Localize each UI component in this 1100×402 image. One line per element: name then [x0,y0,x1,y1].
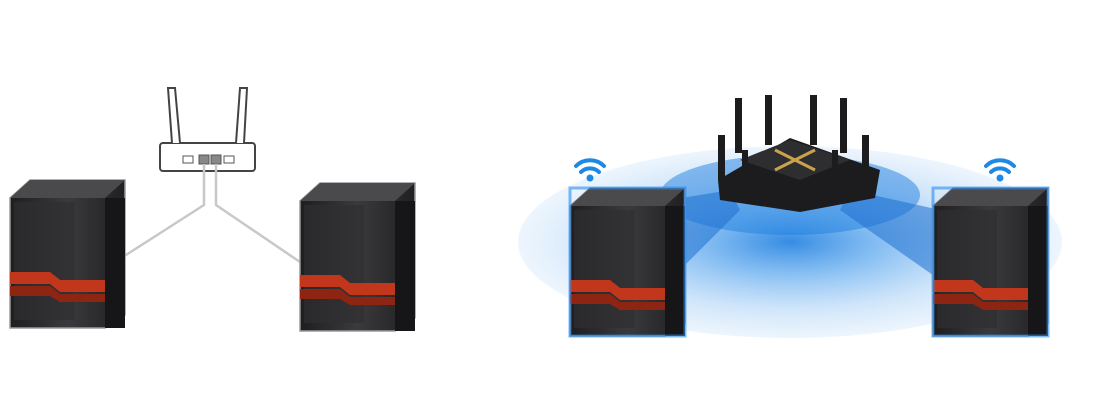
wireless-setup [518,95,1062,338]
router-outline-icon [159,87,256,172]
desktop-tower-icon [9,179,126,329]
desktop-tower-icon [569,187,686,337]
wired-setup [9,87,416,332]
ethernet-cables [114,164,301,264]
desktop-tower-icon [932,187,1049,337]
desktop-tower-icon [299,182,416,332]
wifi-router-icon [718,95,880,212]
